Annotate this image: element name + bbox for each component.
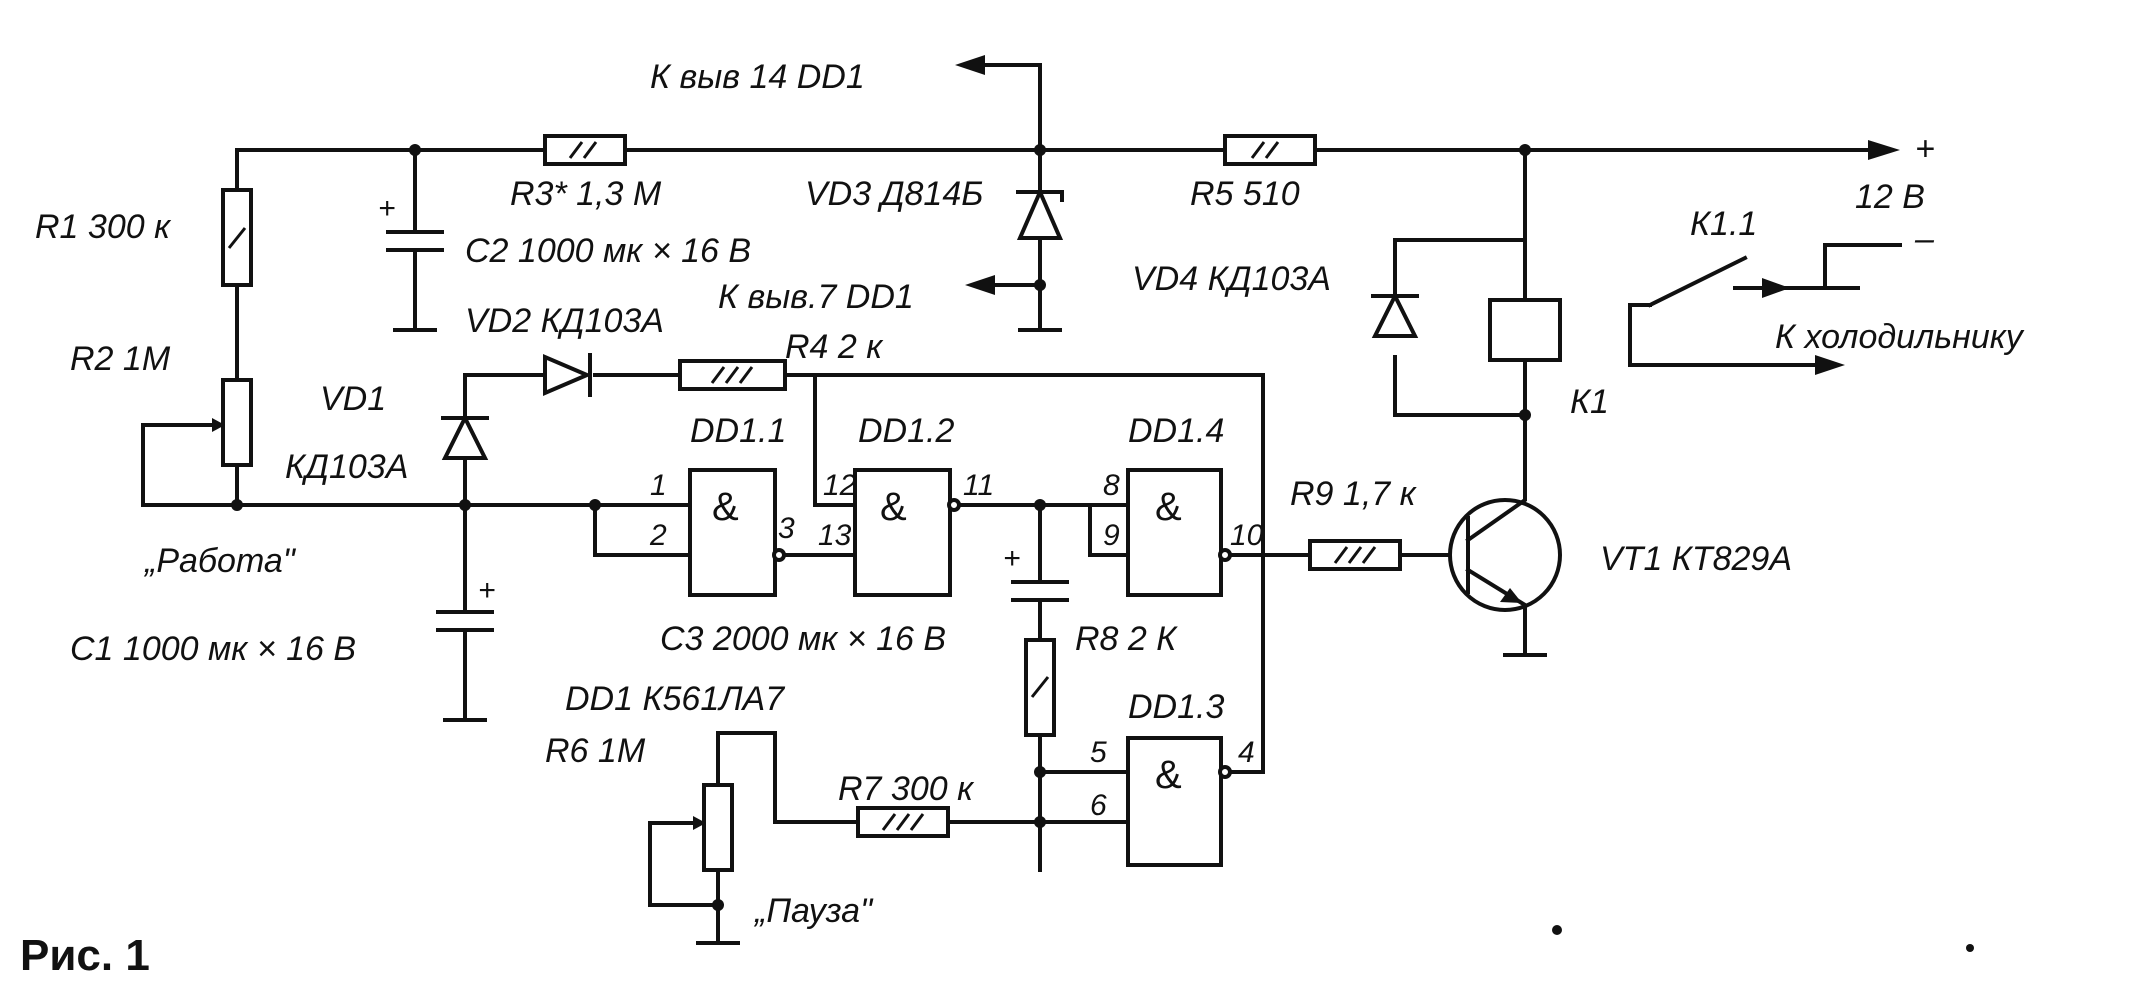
pin-1: 1 [650,469,667,502]
zener-vd3 [1016,186,1064,240]
pin-5: 5 [1090,736,1107,769]
label-vd1-type: КД103А [285,448,408,486]
arrow-fridge-2 [1762,278,1790,298]
gate-dd1-2: & [853,468,961,597]
label-work: „Работа" [143,542,297,580]
arrow-to-pin14 [955,55,985,75]
pin-numbers: 1 2 3 12 13 11 8 9 10 5 6 4 [649,469,1264,822]
label-dd1-1: DD1.1 [690,412,786,450]
label-to-pin7: К выв.7 DD1 [718,278,914,316]
label-pause: „Пауза" [753,892,874,930]
label-r6: R6 1М [545,732,646,770]
relay-k1-coil [1488,298,1562,362]
label-minus: – [1914,220,1935,258]
pin-9: 9 [1103,519,1120,552]
pin-3: 3 [778,512,795,545]
gate-dd1-1: & [688,468,786,597]
gate-dd1-2-symbol: & [880,485,907,529]
label-r9: R9 1,7 к [1290,475,1418,513]
label-to-pin14: К выв 14 DD1 [650,58,865,96]
pin-2: 2 [649,519,667,552]
transistor-vt1 [1448,493,1562,617]
label-to-fridge: К холодильнику [1775,318,2025,356]
diode-vd4 [1371,291,1419,338]
label-k1: К1 [1570,383,1609,421]
label-supply: 12 В [1855,178,1925,216]
label-vd4: VD4 КД103А [1132,260,1331,298]
arrow-plus-12v [1868,140,1900,160]
c1-plus: + [478,574,496,607]
diode-vd1 [441,413,489,460]
label-r7: R7 300 к [838,770,975,808]
label-dd1: DD1 К561ЛА7 [565,680,785,718]
resistor-r2-potentiometer [212,378,253,467]
pin-4: 4 [1238,736,1255,769]
pin-13: 13 [818,519,852,552]
label-k1-1: К1.1 [1690,205,1757,243]
capacitor-c1: + [436,574,496,632]
label-dd1-4: DD1.4 [1128,412,1224,450]
label-vt1: VT1 КТ829А [1600,540,1792,578]
label-c1: С1 1000 мк × 16 В [70,630,356,668]
label-vd2: VD2 КД103А [465,302,664,340]
label-r2: R2 1М [70,340,171,378]
resistor-r8 [1024,638,1056,737]
resistor-r9 [1308,539,1402,571]
resistor-r1 [221,188,253,287]
c3-plus: + [1003,542,1021,575]
resistor-r3 [543,134,627,166]
arrowheads [955,55,1900,375]
label-plus: + [1915,130,1935,168]
gate-dd1-4-symbol: & [1155,485,1182,529]
capacitor-c2: + [378,192,444,252]
resistor-r7 [856,806,950,838]
resistor-r6-potentiometer [693,783,734,872]
label-vd3: VD3 Д814Б [805,175,983,213]
label-dd1-3: DD1.3 [1128,688,1224,726]
label-r4: R4 2 к [785,328,884,366]
label-r1: R1 300 к [35,208,172,246]
label-c2: С2 1000 мк × 16 В [465,232,751,270]
arrow-to-pin7 [965,275,995,295]
pin-11: 11 [963,469,994,502]
resistor-r5 [1223,134,1317,166]
diode-vd2 [543,353,593,397]
capacitor-c3: + [1003,542,1069,602]
gate-dd1-3-symbol: & [1155,753,1182,797]
label-vd1-name: VD1 [320,380,386,418]
gate-dd1-1-symbol: & [712,485,739,529]
figure-caption: Рис. 1 [20,931,150,980]
component-labels: К выв 14 DD1 + 12 В – R3* 1,3 М VD3 Д814… [35,58,2025,930]
pin-10: 10 [1230,519,1264,552]
gate-dd1-4: & [1126,468,1232,597]
gate-names: DD1.1 DD1.2 DD1.4 DD1.3 [690,412,1224,726]
junction-dots [231,144,1974,952]
label-r8: R8 2 К [1075,620,1178,658]
resistor-r4 [678,359,787,391]
gate-dd1-3: & [1126,736,1232,867]
label-dd1-2: DD1.2 [858,412,954,450]
pin-8: 8 [1103,469,1120,502]
c2-plus: + [378,192,396,225]
label-r3: R3* 1,3 М [510,175,662,213]
pin-6: 6 [1090,789,1107,822]
pin-12: 12 [823,469,857,502]
label-c3: С3 2000 мк × 16 В [660,620,946,658]
label-r5: R5 510 [1190,175,1300,213]
wiring [141,63,1902,945]
